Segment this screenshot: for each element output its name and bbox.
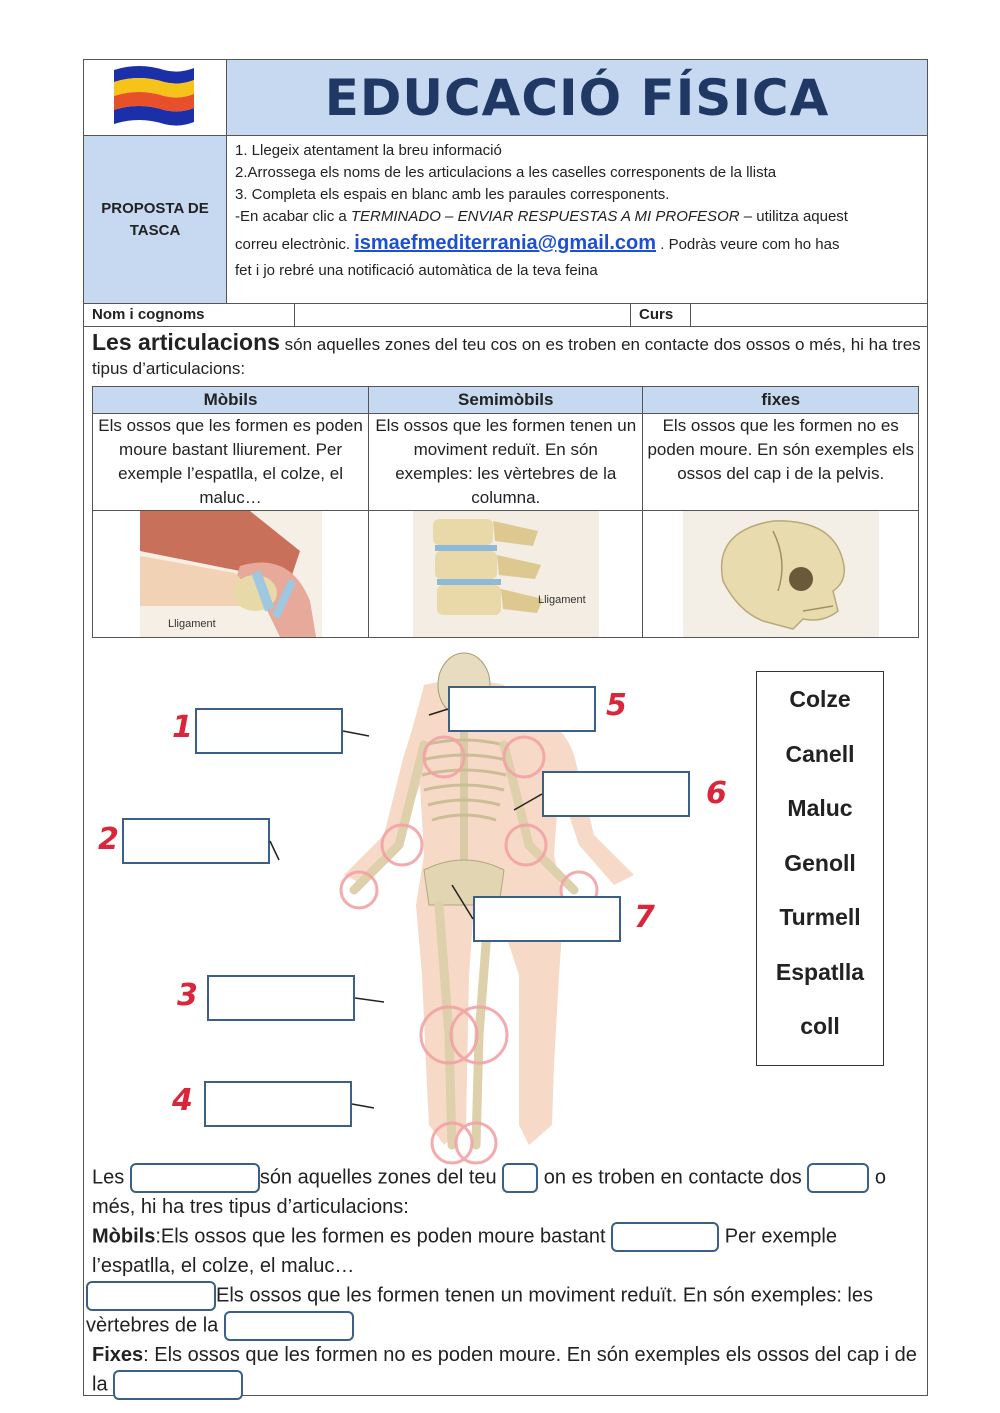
blank-5[interactable]	[86, 1281, 216, 1311]
dropbox-6[interactable]	[542, 771, 690, 817]
email-link[interactable]: ismaefmediterrania@gmail.com	[354, 232, 657, 254]
worksheet: EDUCACIÓ FÍSICA PROPOSTA DE TASCA 1. Lle…	[83, 59, 928, 1400]
fill-text-3a: Els ossos que les formen tenen un movime…	[86, 1284, 874, 1337]
ligament-label-1: Lligament	[168, 618, 216, 630]
fill-line-2: Mòbils:Els ossos que les formen es poden…	[92, 1222, 922, 1281]
instruction-4-post: – utilitza aquest	[739, 208, 848, 225]
fill-text-1b: són aquelles zones del teu	[259, 1166, 503, 1189]
course-label: Curs	[631, 304, 691, 326]
label-number-1: 1	[172, 710, 193, 745]
school-logo	[84, 60, 227, 136]
instruction-4-pre: -En acabar clic a	[235, 208, 351, 225]
header-semimobile: Semimòbils	[368, 386, 644, 414]
instruction-5: correu electrònic. ismaefmediterrania@gm…	[235, 228, 925, 260]
dropbox-2[interactable]	[122, 818, 270, 864]
instruction-1: 1. Llegeix atentament la breu informació	[235, 142, 502, 159]
label-number-2: 2	[98, 822, 119, 857]
name-label: Nom i cognoms	[84, 304, 295, 326]
fill-bold-mobile: Mòbils	[92, 1225, 156, 1248]
intro-text: són aquelles zones del teu cos on es tro…	[92, 335, 921, 378]
desc-mobile: Els ossos que les formen es poden moure …	[91, 413, 370, 511]
wave-flag-icon	[114, 66, 194, 126]
label-number-5: 5	[606, 688, 627, 723]
skull-figure-cell	[642, 510, 919, 638]
fill-bold-fixed: Fixes	[92, 1344, 144, 1366]
task-label-text: PROPOSTA DE TASCA	[101, 199, 209, 239]
joint-types-table: Mòbils Semimòbils fixes Els ossos que le…	[91, 386, 919, 638]
blank-2[interactable]	[502, 1163, 539, 1193]
desc-fixed: Els ossos que les formen no es poden mou…	[642, 413, 919, 511]
word-coll[interactable]: coll	[800, 1013, 840, 1039]
spine-figure: Lligament	[412, 511, 599, 637]
knee-figure-cell: Lligament	[91, 510, 370, 638]
task-label: PROPOSTA DE TASCA	[84, 136, 227, 303]
fill-text-1a: Les	[92, 1166, 130, 1189]
name-row: Nom i cognoms Curs	[84, 303, 927, 327]
name-input[interactable]	[295, 304, 631, 326]
word-colze[interactable]: Colze	[789, 686, 851, 712]
word-genoll[interactable]: Genoll	[784, 849, 856, 876]
fill-text-4a: : Els ossos que les formen no es poden m…	[92, 1344, 917, 1396]
page-title: EDUCACIÓ FÍSICA	[324, 68, 830, 127]
intro-bold: Les articulacions	[92, 329, 280, 355]
header-fixed: fixes	[642, 386, 919, 414]
word-espatlla[interactable]: Espatlla	[775, 958, 865, 985]
dropbox-7[interactable]	[473, 896, 621, 942]
blank-4[interactable]	[611, 1222, 720, 1252]
desc-semimobile: Els ossos que les formen tenen un movime…	[368, 413, 644, 511]
skull-figure	[682, 511, 879, 637]
word-canell[interactable]: Canell	[785, 740, 855, 767]
label-number-7: 7	[634, 900, 655, 935]
blank-3[interactable]	[807, 1163, 870, 1193]
word-turmell[interactable]: Turmell	[779, 904, 861, 930]
label-number-6: 6	[706, 776, 727, 811]
instruction-6: fet i jo rebré una notificació automàtic…	[235, 262, 598, 279]
fill-in-paragraph: Les són aquelles zones del teu on es tro…	[86, 1163, 922, 1400]
instruction-3: 3. Completa els espais en blanc amb les …	[235, 186, 670, 203]
ligament-label-2: Lligament	[538, 594, 586, 606]
instruction-4-italic: TERMINADO – ENVIAR RESPUESTAS A MI PROFE…	[350, 208, 740, 225]
fill-line-4: Fixes: Els ossos que les formen no es po…	[92, 1341, 922, 1400]
dropbox-5[interactable]	[448, 686, 596, 732]
fill-text-1d: o més, hi ha tres tipus d’articulacions:	[92, 1166, 886, 1218]
fill-text-2a: :Els ossos que les formen es poden moure…	[155, 1225, 612, 1248]
fill-line-3: Els ossos que les formen tenen un movime…	[86, 1281, 922, 1341]
instruction-5-pre: correu electrònic.	[235, 236, 355, 253]
connector-lines	[269, 708, 543, 1109]
instruction-2: 2.Arrossega els noms de les articulacion…	[235, 164, 777, 181]
fill-line-1: Les són aquelles zones del teu on es tro…	[92, 1163, 922, 1222]
blank-7[interactable]	[113, 1370, 244, 1400]
blank-6[interactable]	[223, 1311, 354, 1341]
dropbox-3[interactable]	[207, 975, 355, 1021]
knee-joint-figure: Lligament	[139, 511, 322, 637]
instruction-4: -En acabar clic a TERMINADO – ENVIAR RES…	[235, 206, 925, 228]
blank-1[interactable]	[129, 1163, 260, 1193]
dropbox-1[interactable]	[195, 708, 343, 754]
task-instructions: 1. Llegeix atentament la breu informació…	[235, 140, 925, 282]
instruction-5-post: . Podràs veure com ho has	[656, 236, 840, 253]
word-bank: Colze Canell Maluc Genoll Turmell Espatl…	[756, 671, 884, 1066]
page-title-banner: EDUCACIÓ FÍSICA	[227, 60, 927, 136]
fill-text-2b: Per exemple l’espatlla, el colze, el mal…	[92, 1225, 837, 1277]
fill-text-1c: on es troben en contacte dos	[538, 1166, 808, 1189]
header-mobile: Mòbils	[91, 386, 370, 414]
label-number-3: 3	[177, 978, 198, 1013]
spine-figure-cell: Lligament	[368, 510, 644, 638]
intro-paragraph: Les articulacions són aquelles zones del…	[92, 330, 922, 381]
label-number-4: 4	[172, 1083, 193, 1118]
word-maluc[interactable]: Maluc	[787, 795, 853, 821]
dropbox-4[interactable]	[204, 1081, 352, 1127]
